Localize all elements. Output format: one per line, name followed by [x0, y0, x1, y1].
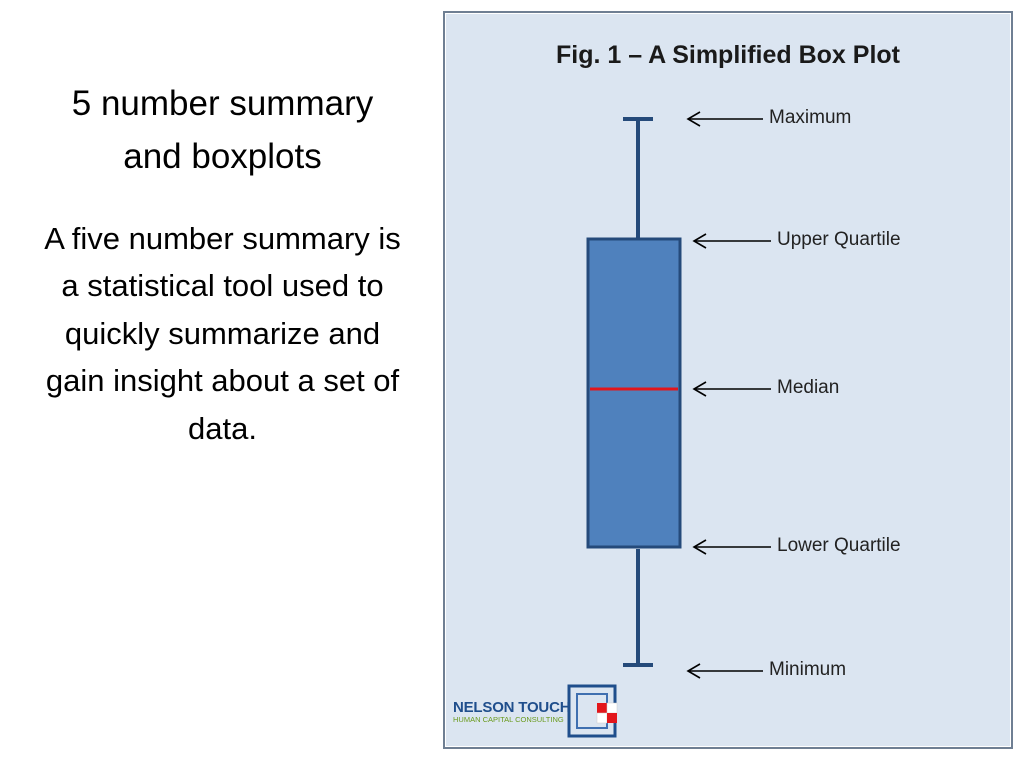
box-plot-figure: Fig. 1 – A Simplified Box Plot [443, 11, 1013, 749]
median-arrow [692, 381, 771, 397]
logo-name: NELSON TOUCH [453, 699, 571, 716]
label-minimum: Minimum [769, 659, 847, 680]
slide-text: 5 number summary and boxplots A five num… [40, 78, 405, 452]
slide-body: A five number summary is a statistical t… [44, 221, 401, 446]
minimum-arrow [686, 663, 763, 679]
interquartile-box [586, 237, 682, 549]
lower-quartile-arrow [692, 539, 771, 555]
label-lower-quartile: Lower Quartile [777, 535, 901, 556]
nelson-touch-logo: NELSON TOUCH HUMAN CAPITAL CONSULTING [453, 699, 571, 724]
label-upper-quartile: Upper Quartile [777, 229, 901, 250]
box-plot-diagram [567, 111, 771, 738]
logo-tagline: HUMAN CAPITAL CONSULTING [453, 715, 564, 724]
upper-quartile-arrow [692, 233, 771, 249]
label-median: Median [777, 377, 840, 398]
nelson-touch-logo-mark [567, 684, 618, 738]
label-maximum: Maximum [769, 107, 852, 128]
maximum-arrow [686, 111, 763, 127]
slide-title: 5 number summary and boxplots [71, 84, 374, 176]
figure-title: Fig. 1 – A Simplified Box Plot [555, 41, 901, 69]
